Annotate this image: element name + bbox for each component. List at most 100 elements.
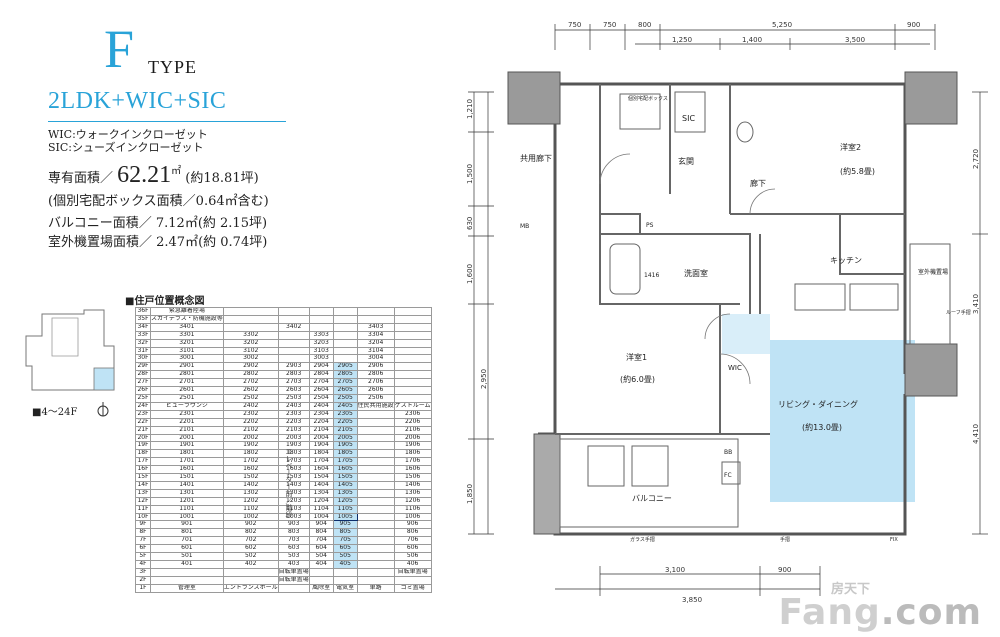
unit-cell: 805 bbox=[332, 528, 358, 538]
unit-cell: 3003 bbox=[308, 354, 334, 364]
unit-cell bbox=[356, 307, 395, 316]
dim-bottom2-0: 3,850 bbox=[682, 596, 702, 604]
unit-cell: 1904 bbox=[308, 441, 334, 451]
unit-cell: 702 bbox=[222, 536, 279, 546]
unit-cell: 2906 bbox=[356, 362, 395, 372]
watermark: Fang.com bbox=[779, 592, 982, 633]
floor-cell: 12F bbox=[135, 496, 151, 506]
unit-cell bbox=[277, 354, 310, 364]
type-word: TYPE bbox=[148, 57, 197, 77]
unit-cell: 2804 bbox=[308, 370, 334, 380]
unit-cell bbox=[356, 417, 395, 427]
dim-bottom-1: 900 bbox=[778, 566, 791, 574]
unit-cell: 1402 bbox=[222, 480, 279, 490]
floor-cell: 27F bbox=[135, 378, 151, 388]
unit-highlight bbox=[93, 367, 115, 391]
unit-cell: 1104 bbox=[308, 504, 334, 514]
unit-cell bbox=[222, 322, 279, 332]
dim-top2-1: 1,400 bbox=[742, 36, 762, 44]
unit-cell: 601 bbox=[150, 544, 224, 554]
label-mb: MB bbox=[520, 223, 529, 230]
stove bbox=[849, 283, 899, 311]
unit-cell: 2405 bbox=[332, 401, 358, 411]
unit-cell: 2606 bbox=[356, 386, 395, 395]
pillar-nw bbox=[507, 71, 561, 125]
unit-cell: 2903 bbox=[277, 362, 310, 372]
unit-cell: 1606 bbox=[393, 465, 432, 475]
floor-cell: 17F bbox=[135, 457, 151, 467]
unit-cell bbox=[393, 354, 432, 364]
unit-cell: 3302 bbox=[222, 330, 279, 340]
unit-cell: 1802 bbox=[222, 449, 279, 459]
unit-cell: 606 bbox=[393, 544, 432, 554]
floor-cell: 16F bbox=[135, 465, 151, 475]
unit-cell: 3001 bbox=[150, 354, 224, 364]
unit-cell: 2105 bbox=[332, 425, 358, 435]
unit-cell: 2904 bbox=[308, 362, 334, 372]
unit-cell: 1801 bbox=[150, 449, 224, 459]
unit-cell: 803 bbox=[277, 528, 310, 538]
unit-cell: 3402 bbox=[277, 322, 310, 332]
unit-cell: 自転車置場 bbox=[393, 567, 432, 577]
unit-cell: 2003 bbox=[277, 433, 310, 443]
floor-cell: 26F bbox=[135, 386, 151, 395]
unit-cell: 1004 bbox=[308, 512, 334, 522]
unit-cell: 車路 bbox=[356, 583, 395, 593]
unit-cell bbox=[393, 330, 432, 340]
floor-cell: 1F bbox=[135, 583, 151, 593]
floor-cell: 7F bbox=[135, 536, 151, 546]
unit-cell bbox=[332, 307, 358, 316]
floor-cell: 23F bbox=[135, 409, 151, 419]
floor-cell: 31F bbox=[135, 346, 151, 356]
private-area-note: (個別宅配ボックス面積／0.64㎡含む) bbox=[48, 194, 269, 209]
unit-cell: 3104 bbox=[356, 346, 395, 356]
unit-cell: 1206 bbox=[393, 496, 432, 506]
label-living: リビング・ダイニング bbox=[778, 399, 858, 409]
unit-cell: 705 bbox=[332, 536, 358, 546]
floor-cell: 4F bbox=[135, 560, 151, 569]
dimension-labels-left: 1,210 1,500 630 1,600 2,950 1,850 2,720 … bbox=[466, 99, 980, 504]
unit-cell bbox=[356, 409, 395, 419]
dim-top-0: 750 bbox=[568, 21, 581, 29]
unit-cell: 503 bbox=[277, 552, 310, 561]
dim-left-4: 2,950 bbox=[480, 369, 488, 389]
label-unit-code: 1416 bbox=[644, 272, 659, 279]
unit-cell: 1306 bbox=[393, 488, 432, 498]
fc-box bbox=[721, 461, 741, 485]
unit-cell bbox=[356, 457, 395, 467]
unit-cell: 2905 bbox=[332, 362, 358, 372]
label-hall: 廊下 bbox=[750, 178, 766, 188]
unit-cell: 1704 bbox=[308, 457, 334, 467]
floor-cell: 13F bbox=[135, 488, 151, 498]
unit-cell: 1602 bbox=[222, 465, 279, 475]
floor-cell: 11F bbox=[135, 504, 151, 514]
unit-cell: 2802 bbox=[222, 370, 279, 380]
unit-cell: 1105 bbox=[332, 504, 358, 514]
unit-cell: 1804 bbox=[308, 449, 334, 459]
unit-cell: 3202 bbox=[222, 338, 279, 348]
unit-cell bbox=[393, 307, 432, 316]
unit-cell bbox=[150, 567, 224, 577]
unit-cell: 2505 bbox=[332, 393, 358, 403]
unit-cell: 1505 bbox=[332, 473, 358, 482]
unit-cell: 2001 bbox=[150, 433, 224, 443]
unit-cell: 2202 bbox=[222, 417, 279, 427]
private-area-unit: ㎡ bbox=[171, 166, 182, 177]
unit-cell bbox=[393, 338, 432, 348]
unit-cell: 自転車置場 bbox=[277, 575, 310, 585]
unit-cell: 3403 bbox=[356, 322, 395, 332]
label-sic: SIC bbox=[682, 114, 695, 123]
pillar-sw bbox=[533, 433, 561, 535]
unit-cell bbox=[277, 330, 310, 340]
unit-cell bbox=[277, 314, 310, 324]
unit-cell bbox=[356, 560, 395, 569]
dim-left-1: 1,500 bbox=[466, 164, 474, 184]
